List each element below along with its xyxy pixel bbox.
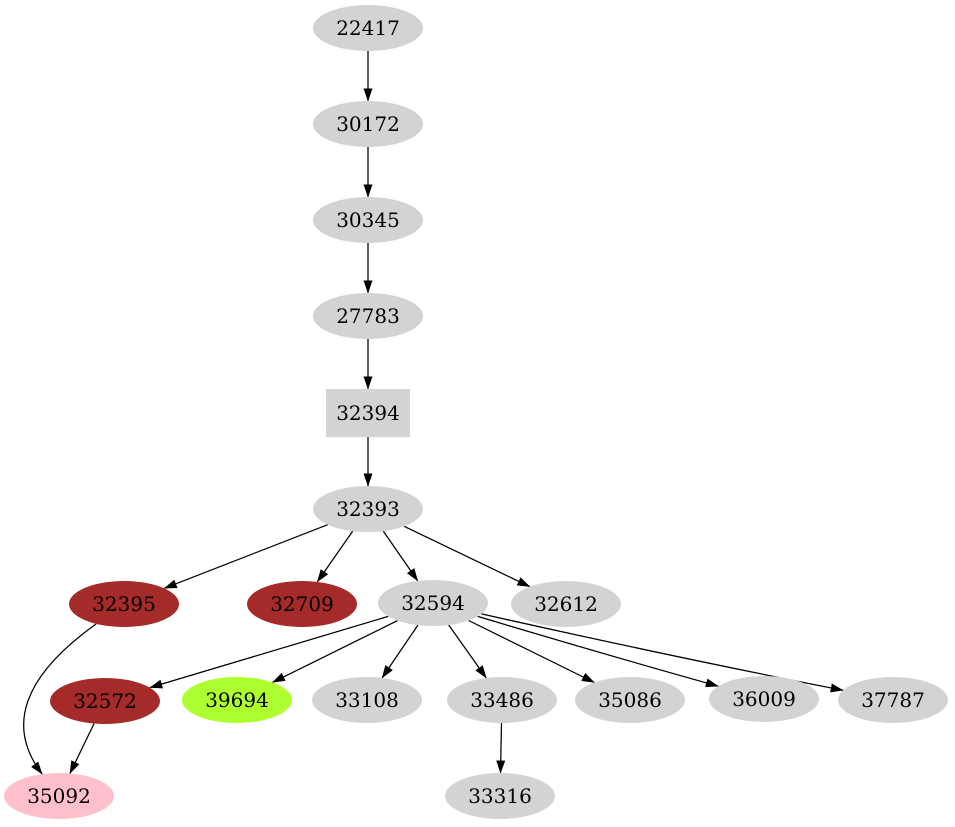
node-33486: 33486 — [447, 677, 557, 723]
edge-32572-35092 — [69, 723, 95, 774]
edge-32594-35086 — [468, 619, 595, 684]
node-ellipse-shape — [313, 293, 423, 339]
node-32394: 32394 — [326, 389, 410, 437]
node-label: 37787 — [861, 688, 925, 712]
node-ellipse-shape — [378, 580, 488, 626]
node-39694: 39694 — [182, 677, 292, 723]
node-33108: 33108 — [312, 677, 422, 723]
edge-32594-32572 — [149, 615, 389, 689]
node-35092: 35092 — [4, 773, 114, 819]
edge-32594-39694 — [272, 620, 398, 683]
node-label: 36009 — [732, 687, 796, 711]
node-label: 30172 — [336, 112, 400, 136]
node-32395: 32395 — [69, 581, 179, 627]
node-ellipse-shape — [4, 773, 114, 819]
node-label: 33108 — [335, 688, 399, 712]
node-32594: 32594 — [378, 580, 488, 626]
node-label: 39694 — [205, 688, 269, 712]
node-ellipse-shape — [709, 676, 819, 722]
node-35086: 35086 — [575, 677, 685, 723]
node-30345: 30345 — [313, 197, 423, 243]
edge-32594-33108 — [381, 624, 419, 679]
node-label: 32612 — [534, 592, 598, 616]
edge-32393-32709 — [316, 530, 354, 583]
node-ellipse-shape — [313, 197, 423, 243]
node-ellipse-shape — [511, 581, 621, 627]
node-32612: 32612 — [511, 581, 621, 627]
edge-32594-36009 — [477, 615, 719, 688]
node-label: 22417 — [336, 16, 400, 40]
node-ellipse-shape — [838, 677, 948, 723]
node-32709: 32709 — [247, 581, 357, 627]
node-label: 35086 — [598, 688, 662, 712]
node-label: 33316 — [468, 784, 532, 808]
node-label: 32394 — [336, 401, 400, 425]
node-37787: 37787 — [838, 677, 948, 723]
node-label: 30345 — [336, 208, 400, 232]
node-ellipse-shape — [313, 5, 423, 51]
node-30172: 30172 — [313, 101, 423, 147]
node-ellipse-shape — [445, 773, 555, 819]
node-ellipse-shape — [182, 677, 292, 723]
node-label: 32572 — [73, 689, 137, 713]
node-label: 32393 — [336, 497, 400, 521]
node-label: 27783 — [336, 304, 400, 328]
node-label: 35092 — [27, 784, 91, 808]
edges-layer — [23, 51, 844, 775]
node-ellipse-shape — [313, 486, 423, 532]
node-ellipse-shape — [247, 581, 357, 627]
node-ellipse-shape — [312, 677, 422, 723]
node-27783: 27783 — [313, 293, 423, 339]
node-33316: 33316 — [445, 773, 555, 819]
edge-32594-33486 — [448, 624, 487, 679]
node-box-shape — [326, 389, 410, 437]
node-ellipse-shape — [447, 677, 557, 723]
node-ellipse-shape — [50, 678, 160, 724]
edge-32393-32594 — [382, 530, 419, 582]
node-ellipse-shape — [575, 677, 685, 723]
node-label: 33486 — [470, 688, 534, 712]
edge-33486-33316 — [496, 722, 506, 774]
nodes-layer: 22417 30172 30345 27783 32394 32393 32395 32709… — [4, 5, 948, 819]
node-label: 32709 — [270, 592, 334, 616]
node-ellipse-shape — [313, 101, 423, 147]
edge-32393-32395 — [163, 524, 328, 589]
edge-32393-32612 — [403, 525, 531, 588]
node-label: 32594 — [401, 591, 465, 615]
node-32572: 32572 — [50, 678, 160, 724]
node-label: 32395 — [92, 592, 156, 616]
node-32393: 32393 — [313, 486, 423, 532]
node-ellipse-shape — [69, 581, 179, 627]
node-22417: 22417 — [313, 5, 423, 51]
edge-32395-35092 — [23, 623, 97, 775]
node-36009: 36009 — [709, 676, 819, 722]
